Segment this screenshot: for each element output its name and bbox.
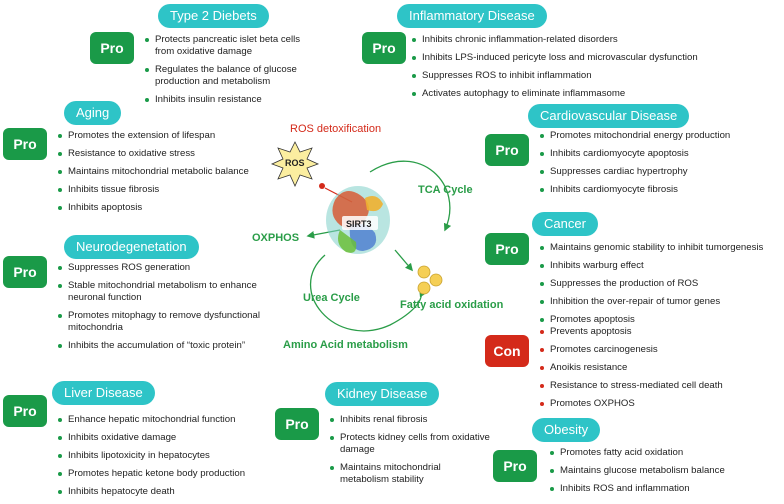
list-item: Inhibits oxidative damage bbox=[58, 432, 278, 444]
pro-badge-kidney: Pro bbox=[275, 408, 319, 440]
fatty-acid-droplet-icon bbox=[429, 273, 443, 287]
list-item: Promotes mitochondrial energy production bbox=[540, 130, 780, 142]
pro-badge-liver: Pro bbox=[3, 395, 47, 427]
list-cancer-pro: Maintains genomic stability to inhibit t… bbox=[540, 242, 780, 332]
list-item: Maintains mitochondrial metabolism stabi… bbox=[330, 462, 490, 486]
list-item: Promotes the extension of lifespan bbox=[58, 130, 278, 142]
list-item: Promotes hepatic ketone body production bbox=[58, 468, 278, 480]
list-item: Inhibits cardiomyocyte apoptosis bbox=[540, 148, 780, 160]
tca-cycle-label: TCA Cycle bbox=[418, 184, 473, 196]
ros-starburst-icon bbox=[270, 141, 320, 187]
list-item: Promotes carcinogenesis bbox=[540, 344, 780, 356]
list-item: Suppresses ROS generation bbox=[58, 262, 268, 274]
list-item: Resistance to stress-mediated cell death bbox=[540, 380, 780, 392]
amino-acid-metabolism-label: Amino Acid metabolism bbox=[283, 339, 408, 351]
list-inflammatory: Inhibits chronic inflammation-related di… bbox=[412, 34, 752, 106]
fatty-acid-droplet-icon bbox=[417, 265, 431, 279]
sirt3-protein-icon bbox=[326, 186, 390, 254]
list-item: Inhibits renal fibrosis bbox=[330, 414, 490, 426]
list-item: Inhibits warburg effect bbox=[540, 260, 780, 272]
list-item: Inhibits lipotoxicity in hepatocytes bbox=[58, 450, 278, 462]
list-item: Activates autophagy to eliminate inflamm… bbox=[412, 88, 752, 100]
list-item: Promotes apoptosis bbox=[540, 314, 780, 326]
list-item: Inhibits tissue fibrosis bbox=[58, 184, 278, 196]
list-item: Regulates the balance of glucose product… bbox=[145, 64, 320, 88]
sirt3-metabolism-diagram bbox=[270, 141, 452, 332]
list-cancer-con: Prevents apoptosis Promotes carcinogenes… bbox=[540, 326, 780, 416]
urea-cycle-arrow-icon bbox=[310, 254, 427, 332]
list-obesity: Promotes fatty acid oxidation Maintains … bbox=[550, 447, 775, 501]
list-item: Enhance hepatic mitochondrial function bbox=[58, 414, 278, 426]
list-item: Promotes fatty acid oxidation bbox=[550, 447, 775, 459]
title-inflammatory: Inflammatory Disease bbox=[397, 4, 547, 28]
list-item: Suppresses the production of ROS bbox=[540, 278, 780, 290]
inhibition-dot-icon bbox=[319, 183, 325, 189]
title-type2-diabetes: Type 2 Diebets bbox=[158, 4, 269, 28]
list-item: Inhibits LPS-induced pericyte loss and m… bbox=[412, 52, 752, 64]
sirt3-label: SIRT3 bbox=[346, 219, 372, 229]
list-item: Inhibits apoptosis bbox=[58, 202, 278, 214]
fatty-acid-droplet-icon bbox=[417, 281, 431, 295]
list-liver: Enhance hepatic mitochondrial function I… bbox=[58, 414, 278, 504]
list-neuro: Suppresses ROS generation Stable mitocho… bbox=[58, 262, 268, 358]
title-neurodegeneration: Neurodegenetation bbox=[64, 235, 199, 259]
list-item: Protects kidney cells from oxidative dam… bbox=[330, 432, 490, 456]
fatty-acid-arrow-icon bbox=[394, 249, 414, 272]
list-item: Maintains mitochondrial metabolic balanc… bbox=[58, 166, 278, 178]
tca-cycle-arrow-icon bbox=[369, 160, 452, 232]
title-cardiovascular: Cardiovascular Disease bbox=[528, 104, 690, 128]
pro-badge-type2: Pro bbox=[90, 32, 134, 64]
title-liver: Liver Disease bbox=[52, 381, 155, 405]
list-item: Promotes OXPHOS bbox=[540, 398, 780, 410]
pro-badge-aging: Pro bbox=[3, 128, 47, 160]
list-cardiovascular: Promotes mitochondrial energy production… bbox=[540, 130, 780, 202]
list-aging: Promotes the extension of lifespan Resis… bbox=[58, 130, 278, 220]
pro-badge-neuro: Pro bbox=[3, 256, 47, 288]
title-obesity: Obesity bbox=[532, 418, 601, 442]
pro-badge-obesity: Pro bbox=[493, 450, 537, 482]
con-badge-cancer: Con bbox=[485, 335, 529, 367]
ros-detoxification-label: ROS detoxification bbox=[290, 123, 382, 135]
list-item: Resistance to oxidative stress bbox=[58, 148, 278, 160]
title-aging: Aging bbox=[64, 101, 122, 125]
list-item: Suppresses ROS to inhibit inflammation bbox=[412, 70, 752, 82]
ros-label: ROS bbox=[285, 158, 305, 168]
pro-badge-inflammatory: Pro bbox=[362, 32, 406, 64]
list-item: Maintains genomic stability to inhibit t… bbox=[540, 242, 780, 254]
pro-badge-cardiovascular: Pro bbox=[485, 134, 529, 166]
fatty-acid-oxidation-label: Fatty acid oxidation bbox=[400, 299, 504, 311]
list-item: Protects pancreatic islet beta cells fro… bbox=[145, 34, 320, 58]
list-item: Inhibits chronic inflammation-related di… bbox=[412, 34, 752, 46]
list-item: Prevents apoptosis bbox=[540, 326, 780, 338]
list-item: Suppresses cardiac hypertrophy bbox=[540, 166, 780, 178]
urea-cycle-label: Urea Cycle bbox=[303, 292, 360, 304]
list-item: Maintains glucose metabolism balance bbox=[550, 465, 775, 477]
title-cancer: Cancer bbox=[532, 212, 598, 236]
pro-badge-cancer: Pro bbox=[485, 233, 529, 265]
list-item: Inhibits insulin resistance bbox=[145, 94, 320, 106]
list-item: Stable mitochondrial metabolism to enhan… bbox=[58, 280, 268, 304]
list-item: Inhibits cardiomyocyte fibrosis bbox=[540, 184, 780, 196]
list-item: Inhibits ROS and inflammation bbox=[550, 483, 775, 495]
list-kidney: Inhibits renal fibrosis Protects kidney … bbox=[330, 414, 490, 492]
list-item: Inhibition the over-repair of tumor gene… bbox=[540, 296, 780, 308]
list-item: Inhibits the accumulation of “toxic prot… bbox=[58, 340, 268, 352]
list-item: Inhibits hepatocyte death bbox=[58, 486, 278, 498]
list-item: Anoikis resistance bbox=[540, 362, 780, 374]
oxphos-label: OXPHOS bbox=[252, 232, 300, 244]
title-kidney: Kidney Disease bbox=[325, 382, 440, 406]
list-type2: Protects pancreatic islet beta cells fro… bbox=[145, 34, 320, 112]
list-item: Promotes mitophagy to remove dysfunction… bbox=[58, 310, 268, 334]
